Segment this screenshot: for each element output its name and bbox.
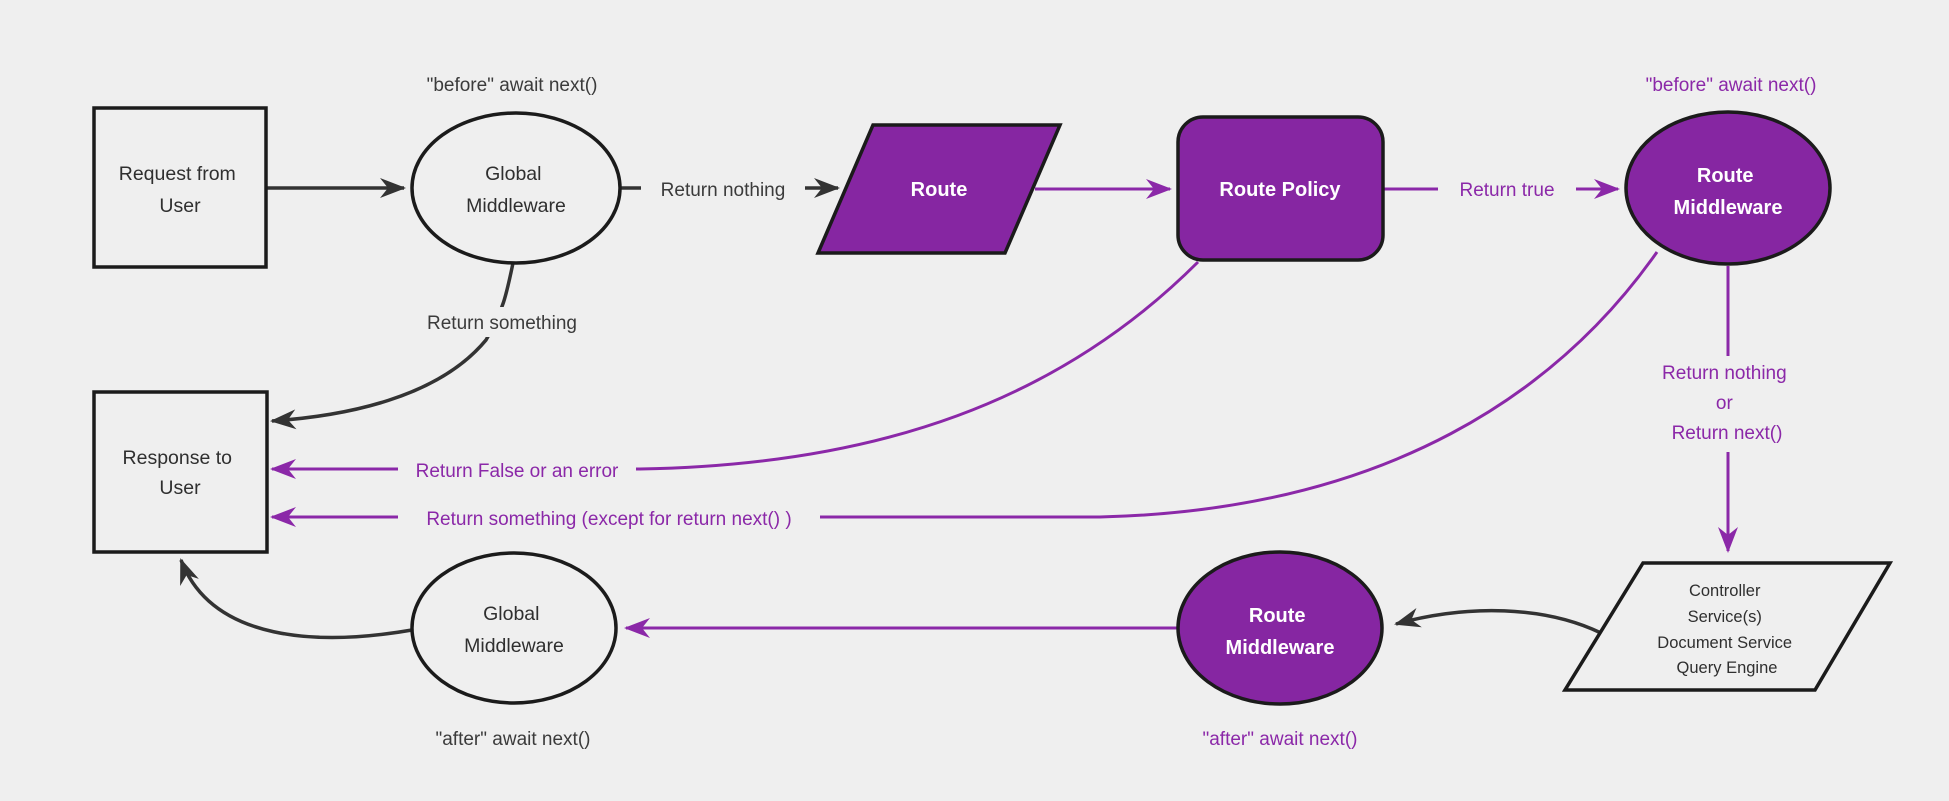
route-parallelogram: [815, 123, 1063, 255]
node-global-middleware-bottom: Global Middleware: [410, 551, 618, 705]
request-from-user-box: [92, 106, 268, 269]
label-return-something: Return something: [427, 313, 577, 334]
node-route-policy: Route Policy: [1176, 115, 1385, 262]
route-middleware-bottom-ellipse: [1176, 550, 1384, 706]
label-line: Middleware: [1226, 637, 1335, 659]
label-line: Return next(): [1672, 423, 1783, 444]
label-line: Middleware: [464, 635, 564, 657]
label-line: Route: [1697, 165, 1754, 187]
edge-controller-to-route-mw-bottom: [1394, 607, 1602, 635]
label-line: Controller: [1689, 582, 1761, 600]
label-bg-return-nothing: [641, 174, 805, 204]
label-return-false-error: Return False or an error: [416, 461, 619, 482]
controller-services-label: Controller Service(s) Document Service Q…: [1657, 582, 1796, 677]
response-to-user-label: Response to User: [123, 447, 238, 499]
label-return-nothing: Return nothing: [661, 180, 786, 201]
label-bg-return-nothing-or-next: [1637, 356, 1817, 452]
route-middleware-bottom-label: Route Middleware: [1226, 605, 1335, 659]
label-line: Return nothing: [1662, 363, 1787, 384]
route-middleware-top-label: Route Middleware: [1674, 165, 1783, 219]
route-label: Route: [911, 179, 968, 201]
label-line: Response to: [123, 447, 233, 469]
label-line: User: [159, 477, 201, 499]
label-line: User: [159, 195, 201, 217]
label-after-await-next-dark: "after" await next(): [436, 729, 591, 750]
label-bg-return-true: [1438, 174, 1576, 204]
label-line: Query Engine: [1677, 659, 1778, 677]
label-line: Route: [1249, 605, 1306, 627]
edge-global-mw-return-something: [270, 262, 515, 430]
edge-route-mw-return-something-except: [270, 251, 1659, 527]
global-middleware-top-label: Global Middleware: [466, 163, 566, 217]
global-middleware-bottom-label: Global Middleware: [464, 603, 564, 657]
node-request-from-user: Request from User: [92, 106, 268, 269]
node-controller-services: Controller Service(s) Document Service Q…: [1561, 561, 1894, 692]
label-return-true: Return true: [1459, 180, 1554, 201]
node-response-to-user: Response to User: [92, 390, 269, 554]
route-policy-label: Route Policy: [1219, 179, 1341, 201]
node-route: Route: [815, 123, 1063, 255]
response-to-user-box: [92, 390, 269, 554]
label-line: Middleware: [1674, 197, 1783, 219]
controller-services-parallelogram: [1561, 561, 1894, 692]
route-middleware-top-ellipse: [1624, 110, 1832, 266]
global-middleware-bottom-ellipse: [410, 551, 618, 705]
label-line: Global: [483, 603, 539, 625]
label-line: Global: [485, 163, 541, 185]
edge-global-mw-bottom-to-response: [179, 558, 413, 640]
global-middleware-top-ellipse: [410, 111, 622, 265]
label-line: Request from: [119, 163, 236, 185]
label-bg-return-something: [406, 307, 598, 337]
label-bg-return-false-error: [398, 454, 636, 486]
node-global-middleware-top: Global Middleware: [410, 111, 622, 265]
route-policy-box: [1176, 115, 1385, 262]
label-bg-return-something-except: [398, 502, 820, 534]
label-line: Document Service: [1657, 634, 1792, 652]
node-route-middleware-top: Route Middleware: [1624, 110, 1832, 266]
label-line: Service(s): [1688, 608, 1762, 626]
node-route-middleware-bottom: Route Middleware: [1176, 550, 1384, 706]
label-line: or: [1716, 393, 1734, 414]
edge-route-policy-return-false: [270, 260, 1200, 479]
label-after-await-next-purple: "after" await next(): [1203, 729, 1358, 750]
label-return-something-except: Return something (except for return next…: [426, 509, 791, 530]
label-before-await-next-purple: "before" await next(): [1646, 75, 1817, 96]
label-return-nothing-or-next: Return nothing or Return next(): [1662, 363, 1792, 444]
label-before-await-next-dark: "before" await next(): [427, 75, 598, 96]
request-from-user-label: Request from User: [119, 163, 241, 217]
label-line: Middleware: [466, 195, 566, 217]
